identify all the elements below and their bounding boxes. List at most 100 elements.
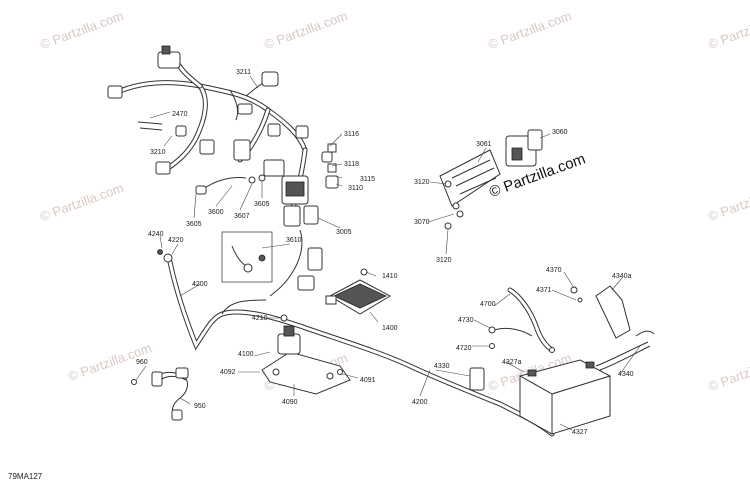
part-label-950: 950 (194, 403, 206, 410)
actuator-assembly (439, 129, 543, 230)
part-label-4220: 4220 (168, 237, 184, 244)
nut (570, 286, 578, 294)
ground-detail-inset (221, 231, 273, 283)
ground-wire-terminal (195, 185, 207, 195)
part-label-1410: 1410 (382, 273, 398, 280)
battery-cable (157, 249, 555, 437)
harness-connector (237, 103, 253, 115)
part-label-1400: 1400 (382, 325, 398, 332)
part-label-4371: 4371 (536, 287, 552, 294)
harness-connector (161, 45, 171, 55)
harness-connector (297, 275, 315, 291)
harness-connector (157, 51, 181, 69)
voltage-regulator-module (325, 279, 392, 315)
nut (157, 249, 163, 255)
harness-connector (199, 139, 215, 155)
bolt (248, 176, 256, 184)
cable-terminal (163, 253, 173, 263)
part-label-3120: 3120 (436, 257, 452, 264)
solenoid (277, 333, 301, 355)
battery-terminal (527, 369, 537, 377)
part-label-2470: 2470 (172, 111, 188, 118)
harness-connector (267, 123, 281, 137)
part-label-4210: 4210 (252, 315, 268, 322)
part-label-3061: 3061 (476, 141, 492, 148)
part-label-3118: 3118 (344, 161, 359, 168)
part-label-4700: 4700 (480, 301, 496, 308)
ground-cable (488, 287, 555, 353)
part-label-960: 960 (136, 359, 148, 366)
figure-code: 79MA127 (8, 472, 43, 481)
connector (175, 367, 189, 379)
screw (272, 368, 280, 376)
part-label-4327: 4327 (572, 429, 588, 436)
harness-connector (263, 159, 285, 177)
harness-connector (327, 163, 337, 173)
bolt (360, 268, 368, 276)
part-label-4340a: 4340a (612, 273, 632, 280)
nut (488, 326, 496, 334)
part-label-3605: 3605 (186, 221, 202, 228)
detail-box (221, 231, 273, 283)
part-label-3605: 3605 (254, 201, 270, 208)
harness-connectors (107, 45, 368, 297)
part-label-3607: 3607 (234, 213, 250, 220)
part-label-3210: 3210 (150, 149, 166, 156)
harness-connector (321, 151, 333, 163)
part-label-4720: 4720 (456, 345, 472, 352)
part-label-4090: 4090 (282, 399, 298, 406)
part-label-4330: 4330 (434, 363, 450, 370)
screw (326, 372, 334, 380)
sensor-connector (155, 161, 171, 175)
battery-assembly (518, 285, 655, 435)
screw (337, 369, 343, 375)
part-label-4100: 4100 (238, 351, 254, 358)
harness-connector (107, 85, 123, 99)
sensor-harness (131, 367, 189, 421)
washer (489, 343, 495, 349)
sensor-connector (175, 125, 187, 137)
part-label-4092: 4092 (220, 369, 236, 376)
part-label-3060: 3060 (552, 129, 568, 136)
part-label-4200: 4200 (412, 399, 428, 406)
terminal (549, 347, 555, 353)
starter-solenoid-assembly (261, 325, 351, 395)
harness-connector (295, 125, 309, 139)
bolt (456, 210, 464, 218)
battery-terminal (585, 361, 595, 369)
fuse-box-cover (285, 181, 305, 197)
main-wiring-harness (115, 55, 308, 223)
ring-terminal (243, 263, 253, 273)
part-label-4091: 4091 (360, 377, 376, 384)
harness-connector (303, 205, 319, 225)
bolt (258, 254, 266, 262)
part-label-3110: 3110 (348, 185, 363, 192)
harness-connector (233, 139, 251, 161)
cable-boot (469, 367, 485, 391)
part-label-4340: 4340 (618, 371, 634, 378)
actuator-cylinder (527, 129, 543, 151)
part-label-3070: 3070 (414, 219, 430, 226)
part-label-4240: 4240 (148, 231, 164, 238)
part-label-3120: 3120 (414, 179, 430, 186)
part-label-4200: 4200 (192, 281, 208, 288)
harness-connector (283, 205, 301, 227)
part-label-3600: 3600 (208, 209, 224, 216)
solenoid-cap (283, 325, 295, 337)
part-label-3115: 3115 (360, 176, 375, 183)
regulator-connector (325, 295, 337, 305)
part-label-3610: 3610 (286, 237, 302, 244)
bolt (258, 174, 266, 182)
harness-connector (261, 71, 279, 87)
screw (131, 379, 137, 385)
part-label-4370: 4370 (546, 267, 562, 274)
part-label-3116: 3116 (344, 131, 359, 138)
harness-connector (307, 247, 323, 271)
washer (577, 297, 583, 303)
connector (171, 409, 183, 421)
actuator-gear (511, 147, 523, 161)
part-label-4730: 4730 (458, 317, 474, 324)
harness-connector (325, 175, 339, 189)
